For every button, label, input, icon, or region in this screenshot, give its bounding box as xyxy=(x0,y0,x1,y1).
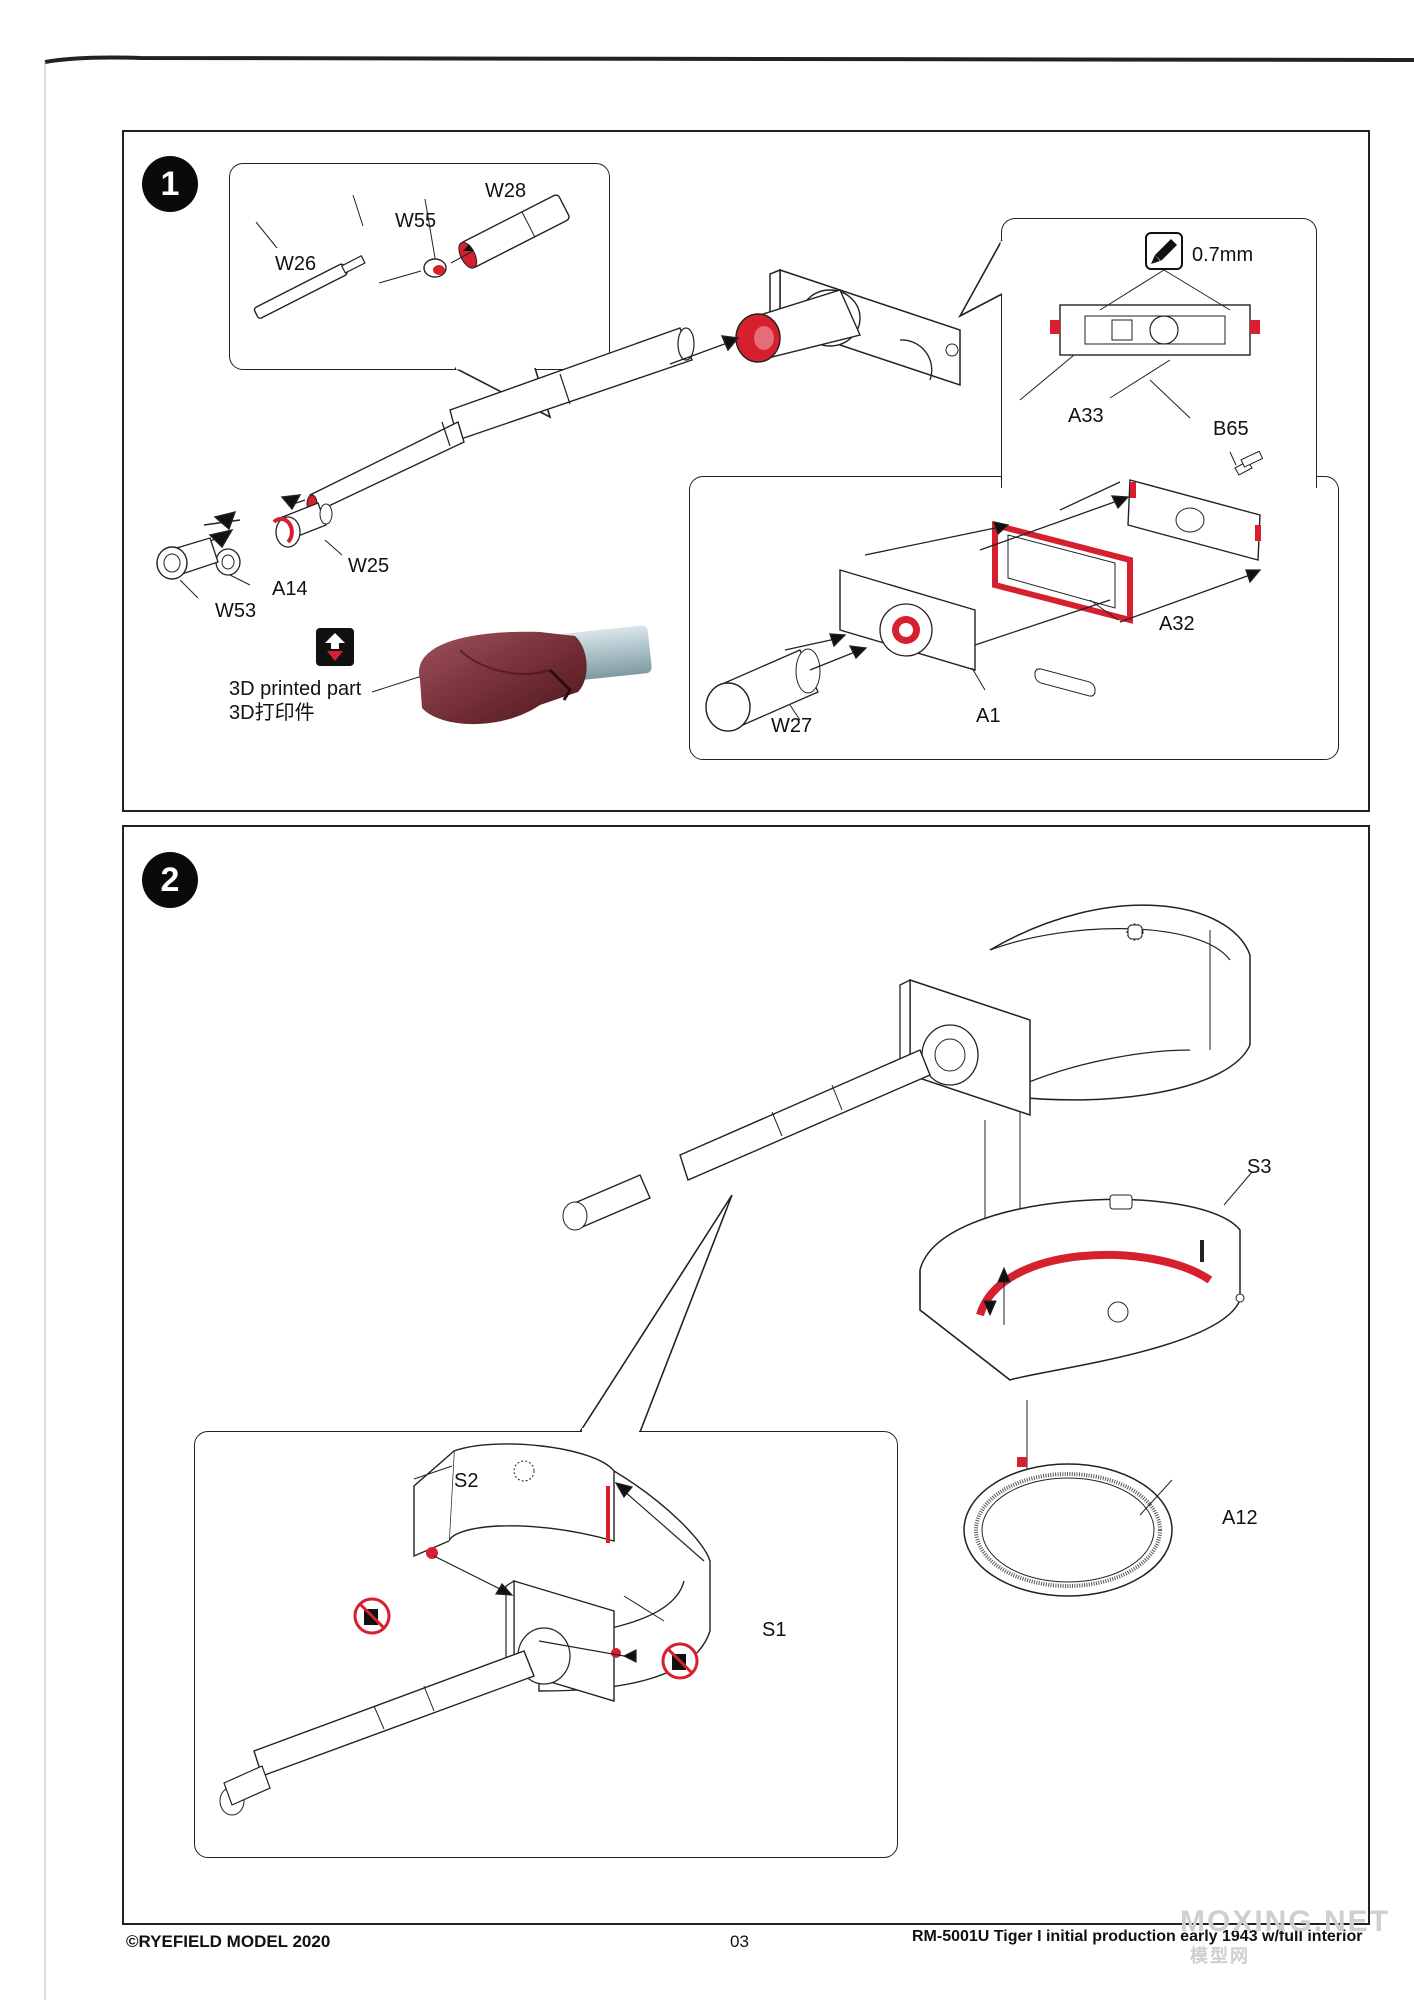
label-w53: W53 xyxy=(215,600,257,622)
part-w27-sleeve xyxy=(705,648,821,732)
part-a33-assembled xyxy=(1127,479,1261,561)
label-a32: A32 xyxy=(1159,613,1195,635)
part-w28-tube xyxy=(458,194,570,269)
page-edge-line xyxy=(44,55,1414,2000)
step-2-badge: 2 xyxy=(142,852,198,908)
part-s2-wall xyxy=(413,1443,615,1559)
assembly-arrows xyxy=(199,335,740,549)
main-barrel xyxy=(306,327,695,514)
mantlet-arrows xyxy=(784,481,1262,671)
barrel-callout-drawing xyxy=(253,194,570,319)
label-s1: S1 xyxy=(762,1619,787,1641)
step-2-panel xyxy=(122,825,1370,1925)
mantlet-detail-drawing xyxy=(705,269,1264,732)
label-s3: S3 xyxy=(1247,1156,1272,1178)
no-glue-icon-left xyxy=(353,1597,391,1635)
label-a14: A14 xyxy=(272,578,308,600)
part-w53-cap xyxy=(156,537,219,580)
drill-size-label: 0.7mm xyxy=(1192,244,1254,266)
gun-turret-assembly xyxy=(562,904,1251,1250)
footer-product-title: RM-5001U Tiger I initial production earl… xyxy=(912,1928,1363,1945)
printed-part-leader xyxy=(371,674,426,693)
main-gun-barrel xyxy=(562,1049,931,1231)
part-w55-ring xyxy=(423,258,447,278)
barrel-detail-callout xyxy=(229,163,610,370)
part-s3-ring xyxy=(919,1171,1253,1381)
mantlet-assembled xyxy=(899,978,1031,1117)
mantlet-detail xyxy=(505,1579,621,1702)
footer-page-number: 03 xyxy=(730,1932,749,1951)
turret-wall-detail-drawing xyxy=(219,1443,711,1816)
drill-icon xyxy=(1145,232,1183,270)
watermark-text: MOXING.NET xyxy=(1180,1905,1391,1938)
part-w26-rod xyxy=(253,255,366,319)
label-a1: A1 xyxy=(976,705,1001,727)
step-2-callout-pointer xyxy=(579,1194,733,1433)
printed-part-note-cn: 3D打印件 xyxy=(229,702,315,724)
mantlet-callout-pointer xyxy=(958,239,1004,318)
step-1-badge: 1 xyxy=(142,156,198,212)
part-a32-frame xyxy=(992,521,1133,697)
part-a14-ring xyxy=(215,548,241,576)
label-w55: W55 xyxy=(395,210,437,232)
muzzle-cover-photo xyxy=(419,625,652,725)
footer-copyright: ©RYEFIELD MODEL 2020 xyxy=(126,1932,331,1951)
barrel-detail xyxy=(219,1650,535,1816)
printed-part-icon xyxy=(316,628,354,666)
label-a12: A12 xyxy=(1222,1507,1258,1529)
label-w28: W28 xyxy=(485,180,527,202)
no-glue-icon-right xyxy=(661,1642,699,1680)
step-1-panel xyxy=(122,130,1370,812)
label-s2: S2 xyxy=(454,1470,479,1492)
label-w27: W27 xyxy=(771,715,813,737)
mantlet-callout-mask xyxy=(1003,470,1313,490)
printed-part-note-en: 3D printed part xyxy=(229,678,362,700)
part-a1-mantlet xyxy=(839,569,976,671)
turret-wall-s1-s2-assembled xyxy=(989,904,1251,1101)
label-b65: B65 xyxy=(1213,418,1249,440)
label-w25: W25 xyxy=(348,555,390,577)
callout-arrows xyxy=(433,1482,705,1663)
part-a33-plate xyxy=(1050,269,1260,356)
mantlet-front xyxy=(735,268,961,387)
label-w26: W26 xyxy=(275,253,317,275)
step-2-callout-mask xyxy=(582,1428,639,1436)
part-b65-pin xyxy=(1234,450,1264,476)
part-w25-muzzle xyxy=(272,502,333,548)
part-a12-ring xyxy=(963,1400,1173,1597)
watermark-cn: 模型网 xyxy=(1190,1946,1250,1966)
label-a33: A33 xyxy=(1068,405,1104,427)
main-barrel-assembly xyxy=(156,268,961,599)
